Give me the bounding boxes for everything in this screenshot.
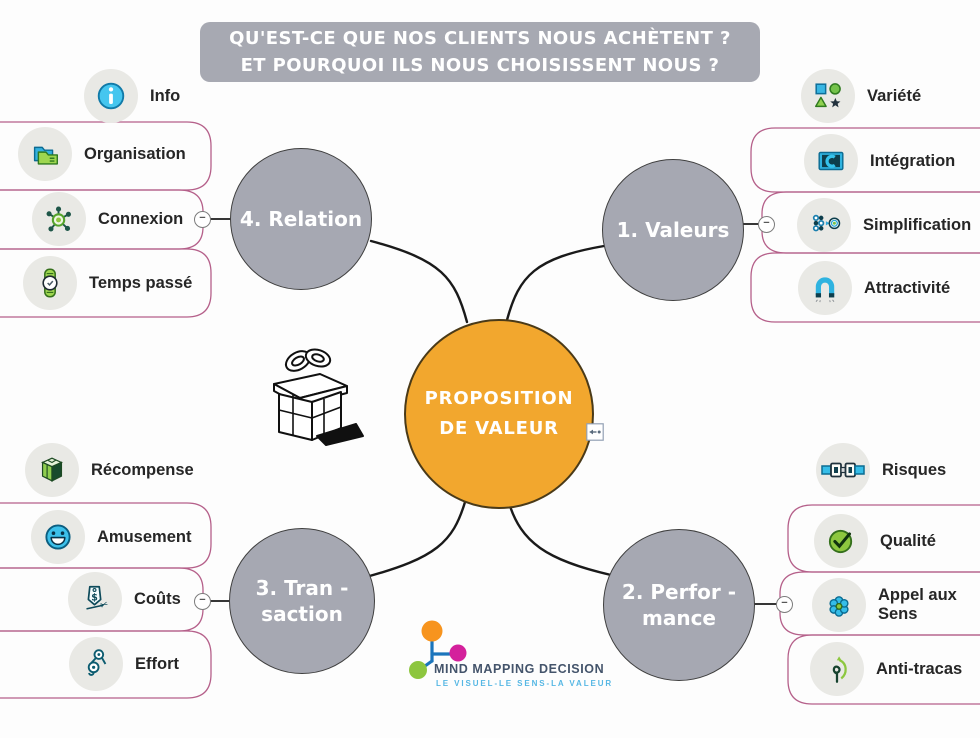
item-label: Anti-tracas	[876, 659, 963, 678]
collapse-button-performance[interactable]: −	[776, 596, 793, 613]
knot-arrow-icon	[810, 642, 864, 696]
item-label: Intégration	[870, 151, 956, 170]
item-label: Qualité	[880, 531, 936, 550]
gift-cube-icon	[25, 443, 79, 497]
collapse-button-relation[interactable]: −	[194, 211, 211, 228]
collapse-button-transaction[interactable]: −	[194, 593, 211, 610]
svg-text:✂: ✂	[99, 599, 110, 612]
branch-node-label-line2: saction	[261, 602, 343, 626]
item-label: Effort	[135, 654, 179, 673]
item-label: Risques	[882, 460, 947, 479]
branch-node-label-line1: 2. Perfor -	[621, 580, 737, 604]
bracket-temps-passe	[0, 248, 212, 318]
leaf-item-appel-aux-sens[interactable]: Appel aux Sens	[812, 578, 960, 632]
leaf-item-qualite[interactable]: Qualité	[814, 514, 936, 568]
price-tag-icon: $✂	[68, 572, 122, 626]
branch-node-transaction[interactable]: 3. Tran - saction	[229, 528, 375, 674]
item-label: Amusement	[97, 527, 192, 546]
leaf-item-organisation[interactable]: Organisation	[18, 127, 186, 181]
curve-center-performance	[507, 501, 613, 577]
flower-icon	[812, 578, 866, 632]
bracket-integration	[750, 127, 980, 193]
leaf-item-simplification[interactable]: Simplification	[797, 198, 971, 252]
bracket-organisation	[0, 121, 212, 191]
question-line-1: QU'EST-CE QUE NOS CLIENTS NOUS ACHÈTENT …	[229, 28, 731, 49]
info-icon	[84, 69, 138, 123]
smiley-icon	[31, 510, 85, 564]
branch-node-label-line1: 3. Tran -	[255, 576, 349, 600]
item-label: Temps passé	[89, 273, 193, 292]
leaf-item-variete[interactable]: Variété	[801, 69, 921, 123]
branch-node-relation[interactable]: 4. Relation	[230, 148, 372, 290]
leaf-item-amusement[interactable]: Amusement	[31, 510, 191, 564]
item-label: Attractivité	[864, 278, 951, 297]
central-node-proposition-de-valeur[interactable]: PROPOSITION DE VALEUR	[404, 319, 594, 509]
central-node-label-line1: PROPOSITION	[424, 388, 574, 410]
collapse-button-valeurs[interactable]: −	[758, 216, 775, 233]
leaf-item-connexion[interactable]: Connexion	[32, 192, 183, 246]
branch-node-label: 4. Relation	[239, 207, 363, 231]
central-node-label-line2: DE VALEUR	[439, 418, 559, 439]
branch-node-valeurs[interactable]: 1. Valeurs	[602, 159, 744, 301]
gift-image	[273, 348, 364, 446]
svg-text:$: $	[91, 592, 98, 603]
brand-logo: MIND MAPPING DECISION LE VISUEL-LE SENS-…	[402, 612, 617, 707]
integration-icon	[804, 134, 858, 188]
question-line-2: ET POURQUOI ILS NOUS CHOISISSENT NOUS ?	[240, 55, 720, 76]
item-label: Info	[150, 86, 181, 105]
curve-center-transaction	[364, 500, 467, 579]
branch-curves	[364, 239, 613, 579]
bracket-attractivite	[750, 252, 980, 323]
item-label: Connexion	[98, 209, 184, 228]
leaf-item-integration[interactable]: Intégration	[804, 134, 955, 188]
leaf-item-temps-passe[interactable]: Temps passé	[23, 256, 192, 310]
leaf-item-recompense[interactable]: Récompense	[25, 443, 194, 497]
item-label: Simplification	[863, 215, 972, 234]
network-hub-icon	[32, 192, 86, 246]
item-label: Coûts	[134, 589, 181, 608]
curve-center-valeurs	[505, 244, 606, 322]
watch-icon	[23, 256, 77, 310]
link-lines	[209, 218, 777, 605]
leaf-item-risques[interactable]: Risques	[816, 443, 946, 497]
item-label: Organisation	[84, 144, 186, 163]
seatbelt-icon	[816, 443, 870, 497]
leaf-item-attractivite[interactable]: Attractivité	[798, 261, 950, 315]
bracket-anti-tracas	[787, 634, 980, 705]
leaf-item-couts[interactable]: $✂ Coûts	[68, 572, 181, 626]
pulley-icon	[69, 637, 123, 691]
bracket-amusement	[0, 502, 212, 569]
logo-mindmap-glyph	[409, 620, 467, 679]
question-banner: QU'EST-CE QUE NOS CLIENTS NOUS ACHÈTENT …	[200, 22, 760, 82]
leaf-item-anti-tracas[interactable]: Anti-tracas	[810, 642, 962, 696]
item-label: Appel aux Sens	[878, 586, 957, 623]
branch-node-label-line2: mance	[642, 606, 716, 630]
bracket-qualite	[787, 504, 980, 573]
bracket-effort	[0, 630, 212, 699]
leaf-item-effort[interactable]: Effort	[69, 637, 179, 691]
shapes-icon	[801, 69, 855, 123]
folders-icon	[18, 127, 72, 181]
item-label: Récompense	[91, 460, 194, 479]
item-label: Variété	[867, 86, 922, 105]
logo-name: MIND MAPPING DECISION	[434, 662, 605, 676]
branch-node-performance[interactable]: 2. Perfor - mance	[603, 529, 755, 681]
collapse-widget-icon[interactable]	[586, 423, 604, 441]
curve-center-relation	[369, 239, 469, 324]
branch-node-label: 1. Valeurs	[616, 218, 730, 242]
leaf-item-info[interactable]: Info	[84, 69, 180, 123]
magnet-icon	[798, 261, 852, 315]
logo-tagline: LE VISUEL-LE SENS-LA VALEUR	[436, 679, 614, 688]
simplification-icon	[797, 198, 851, 252]
check-circle-icon	[814, 514, 868, 568]
